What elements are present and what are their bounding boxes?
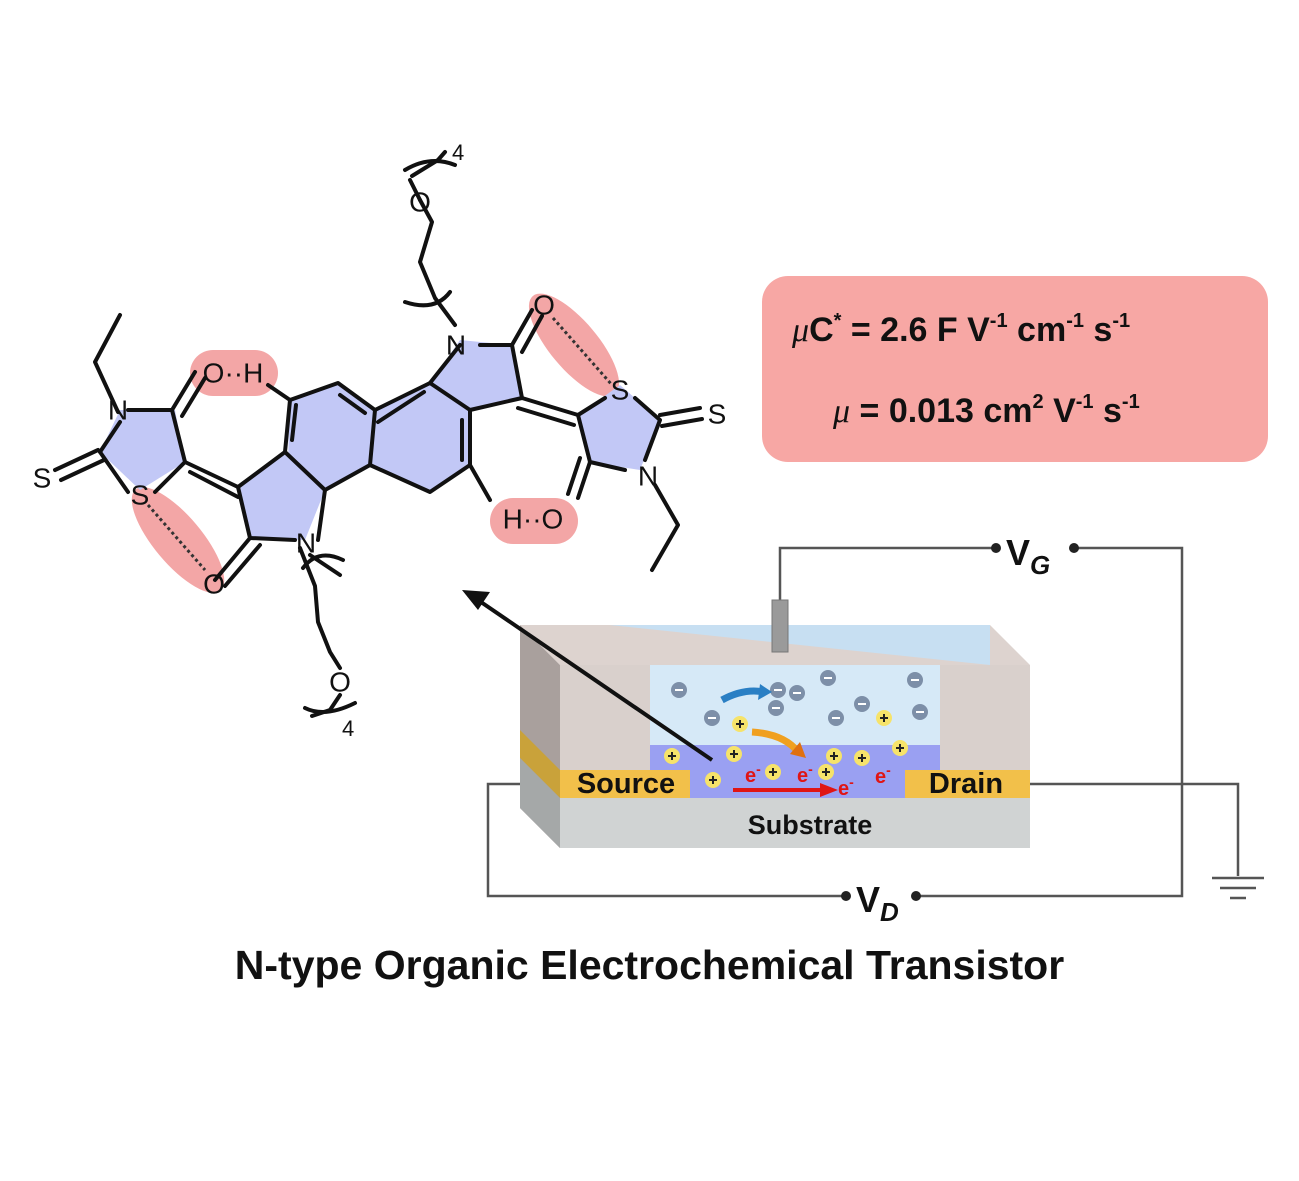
vd-label: VD [856,879,899,927]
molecule-structure: N S S O··H O N N O S S N H··O O O 4 4 [33,140,727,741]
cation-icon [854,750,870,766]
electron-current-arrowhead [820,783,838,797]
anion-flow-arrowhead [758,684,772,700]
highlight-so-right [528,293,620,397]
electron-label: e- [797,761,813,787]
electrolyte [650,665,940,745]
atom-labels: N S S O··H O N N O S S N H··O O O 4 4 [33,140,727,741]
atom-n-left-ring: N [108,395,128,426]
substrate-layer [560,798,1030,848]
atom-o-left-carbonyl: O [203,569,225,600]
vg-node-right [1069,543,1079,553]
substrate-label: Substrate [748,810,873,840]
atom-o-top-chain: O [409,187,431,218]
hbond-highlights [131,293,620,593]
drain-label: Drain [929,768,1003,800]
figure-title: N-type Organic Electrochemical Transisto… [234,942,1065,988]
oect-device: VG VD Source Drain Substrate [486,532,1264,927]
anion-icon [854,696,870,712]
atom-o-right-carbonyl: O [533,290,555,321]
cation-icon [892,740,908,756]
left-wall [560,665,650,770]
atom-n-left-pyrrole: N [296,528,316,559]
anion-icon [704,710,720,726]
right-wall [940,665,1030,770]
atom-s-left-thione: S [33,463,52,494]
cations [664,710,908,788]
electrolyte-top [610,625,990,665]
anion-icon [820,670,836,686]
device-left-substrate-face [520,758,560,848]
ring-right-thiazolidine [578,385,660,470]
metric-mobility-line: μ = 0.013 cm2 V-1 s-1 [832,391,1140,430]
ring-left-thiazolidine [100,410,185,490]
cation-icon [876,710,892,726]
ring-left-pyrrolone [238,452,325,540]
atom-o-bottom-chain: O [329,667,351,698]
metric-uc-line: μC* = 2.6 F V-1 cm-1 s-1 [791,310,1130,349]
anion-icon [828,710,844,726]
cation-icon [818,764,834,780]
atom-s-right-ring: S [611,375,630,406]
anions [671,670,928,726]
cation-flow-arrowhead [790,742,806,758]
metrics-box: μC* = 2.6 F V-1 cm-1 s-1 μ = 0.013 cm2 V… [762,276,1268,462]
anion-icon [770,682,786,698]
cation-icon [705,772,721,788]
anion-icon [912,704,928,720]
anion-icon [768,700,784,716]
anion-icon [907,672,923,688]
atom-oh-left: O··H [203,358,264,389]
ring-benzene-1 [288,383,375,490]
anion-icon [789,685,805,701]
device-left-electrode-face [520,730,560,798]
cation-icon [732,716,748,732]
highlight-so-left [131,487,225,593]
repeat-count-top: 4 [452,140,464,165]
cation-icon [765,764,781,780]
gate-electrode [771,599,789,653]
atom-s-left-ring: S [131,480,150,511]
vd-node-left [841,891,851,901]
electron-label: e- [745,761,761,787]
atom-n-right-ring: N [638,461,658,492]
electrons: e- e- e- e- [745,761,891,800]
bonds [53,150,704,718]
cation-icon [826,748,842,764]
highlight-ho-right [490,498,578,544]
anion-icon [671,682,687,698]
electron-label: e- [838,774,854,800]
channel-to-molecule-arrow [462,590,714,762]
repeat-count-bottom: 4 [342,716,354,741]
ground-icon [1212,876,1264,900]
source-label: Source [577,768,675,800]
atom-ho-right: H··O [503,504,564,535]
so-contacts [146,317,614,571]
ring-right-pyrrolone [430,340,522,410]
electron-label: e- [875,762,891,788]
circuit-wires [486,546,1240,898]
atom-s-right-thione: S [708,399,727,430]
atom-n-right-pyrrole: N [446,330,466,361]
drain-electrode [905,770,1030,798]
cation-icon [726,746,742,762]
channel-under [690,770,905,798]
vd-node-right [911,891,921,901]
ring-fills [100,340,660,540]
cation-icon [664,748,680,764]
vg-node-left [991,543,1001,553]
highlight-oh-left [190,350,278,396]
source-electrode [560,770,690,798]
vg-label: VG [1006,532,1050,580]
